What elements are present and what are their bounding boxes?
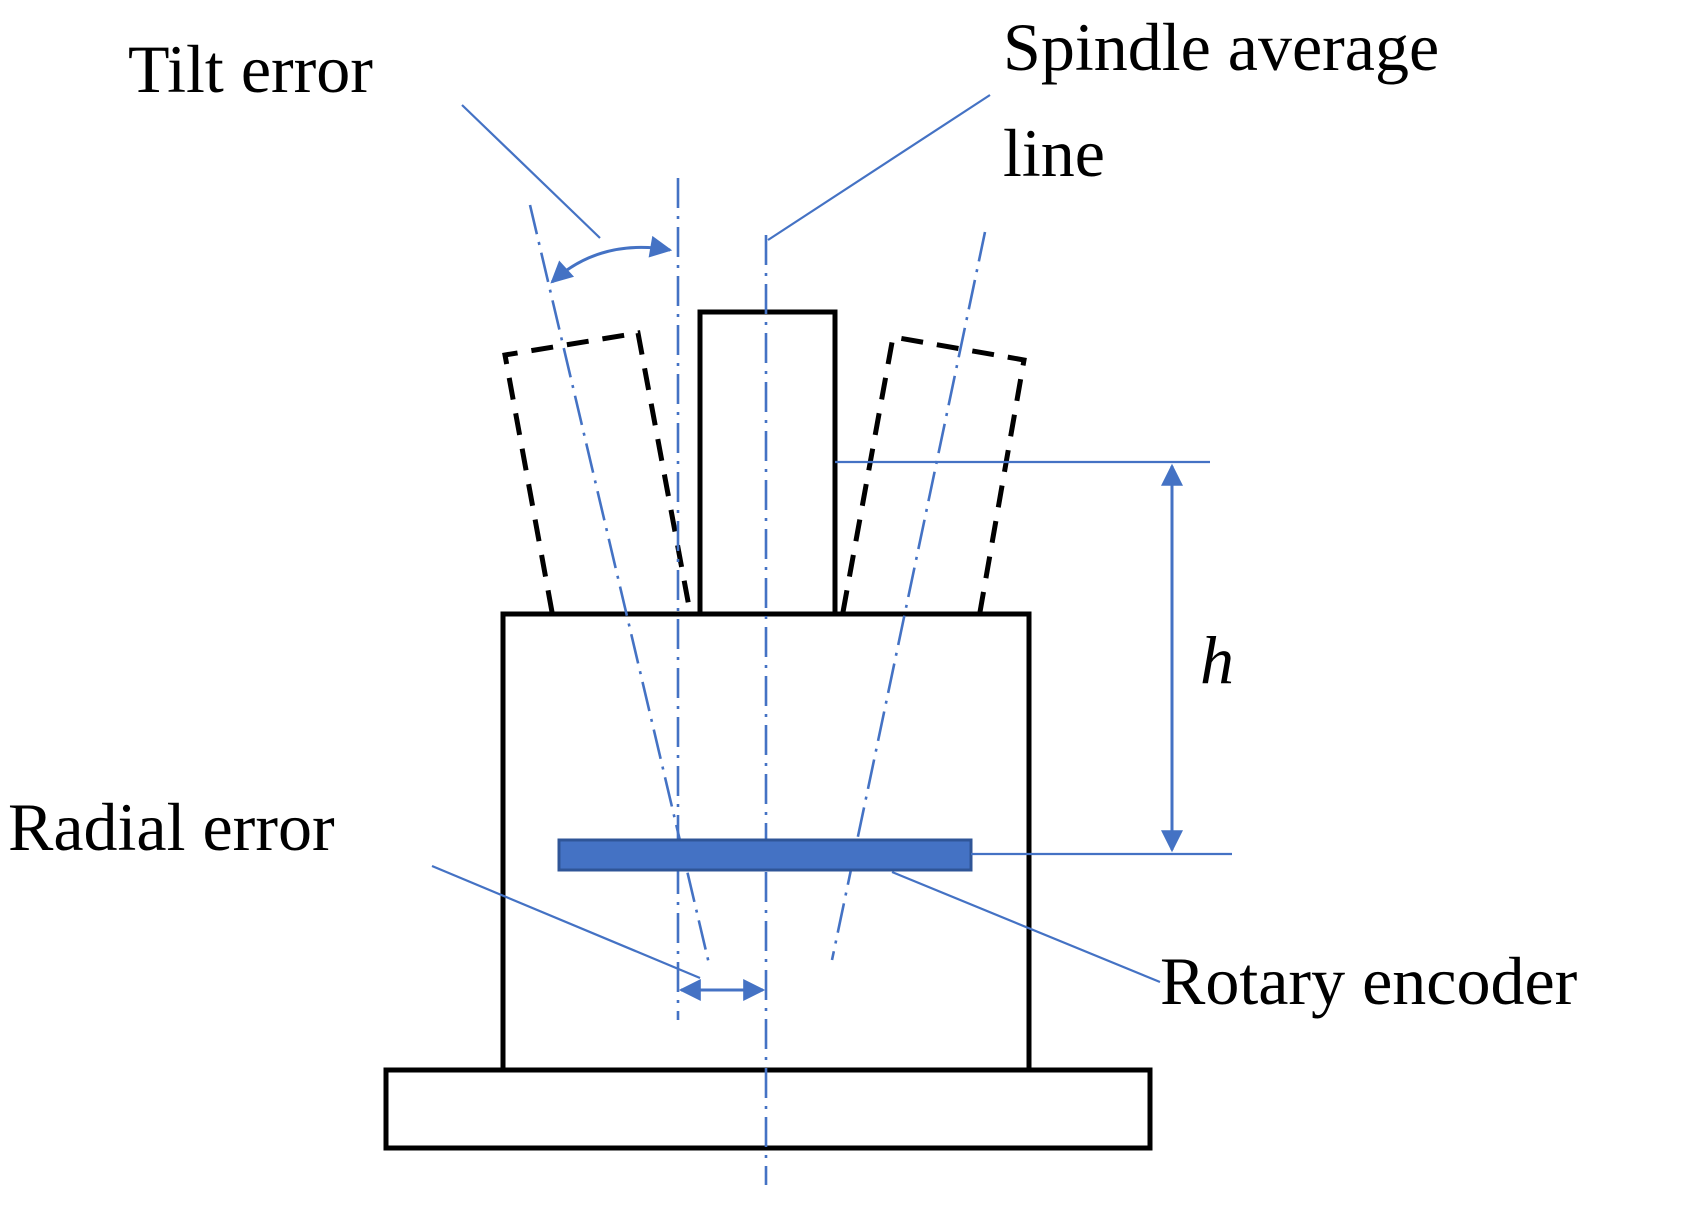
spindle-shaft <box>697 309 838 617</box>
rotary-encoder-label: Rotary encoder <box>1160 943 1578 1019</box>
rotary-encoder-bar <box>557 838 973 872</box>
tilt-error-label: Tilt error <box>128 31 373 107</box>
radial-error-leader <box>431 864 701 980</box>
rotary-encoder-leader <box>891 870 1161 984</box>
tilted-shaft-right <box>840 334 1027 613</box>
spindle-average-label-line2: line <box>1003 115 1105 191</box>
height-label: h <box>1200 622 1234 698</box>
spindle-average-label-line1: Spindle average <box>1003 9 1439 85</box>
tilt-error-leader <box>461 104 601 239</box>
tilted-axis-line-right <box>830 231 987 961</box>
tilted-shaft-left <box>502 330 693 613</box>
radial-error-label: Radial error <box>8 789 335 865</box>
spindle-average-leader <box>767 94 991 241</box>
base-plate <box>383 1067 1153 1151</box>
tilt-error-arc-arrow <box>550 235 673 284</box>
